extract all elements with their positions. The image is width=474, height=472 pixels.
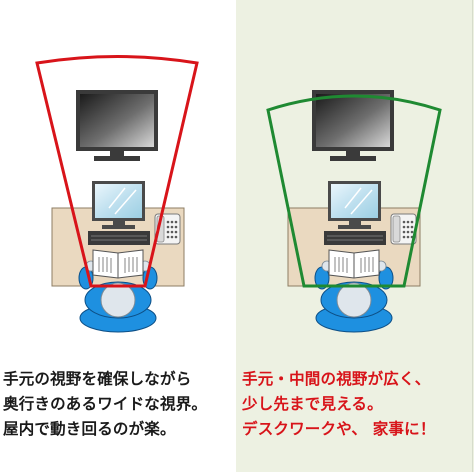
desk-phone: [390, 213, 417, 245]
scene-illustration: [35, 55, 199, 333]
caption-right-line-3: デスクワークや、 家事に！: [242, 419, 436, 438]
caption-right-line-1: 手元・中間の視野が広く、: [242, 369, 431, 388]
field-of-view-frustum-green: [266, 94, 442, 288]
desk-monitor: [328, 181, 381, 229]
desk-monitor: [92, 181, 145, 229]
field-of-view-frustum-red: [35, 55, 199, 288]
panel-divider: [472, 0, 473, 472]
open-book: [92, 249, 144, 279]
panel-right: [236, 0, 474, 472]
keyboard: [88, 231, 150, 245]
caption-right-line-2: 少し先まで見える。: [242, 394, 383, 413]
caption-right: 手元・中間の視野が広く、 少し先まで見える。 デスクワークや、 家事に！: [242, 366, 436, 441]
scene-illustration: [266, 90, 442, 333]
caption-left: 手元の視野を確保しながら 奥行きのあるワイドな視界。 屋内で動き回るのが楽。: [3, 366, 207, 441]
panel-left: 手元の視野を確保しながら 奥行きのあるワイドな視界。 屋内で動き回るのが楽。: [0, 0, 236, 472]
far-tv: [312, 90, 394, 161]
far-tv: [76, 90, 158, 161]
caption-left-line-2: 奥行きのあるワイドな視界。: [3, 394, 208, 413]
caption-left-line-1: 手元の視野を確保しながら: [3, 369, 192, 388]
caption-left-line-3: 屋内で動き回るのが楽。: [3, 419, 176, 438]
open-book: [328, 249, 380, 279]
keyboard: [324, 231, 386, 245]
